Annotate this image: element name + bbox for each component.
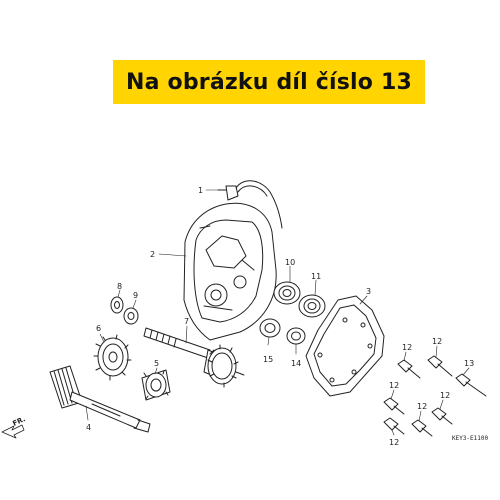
part-1-wire xyxy=(217,180,283,229)
bolt-12-e xyxy=(411,419,433,437)
callout-14: 14 xyxy=(291,359,301,368)
part-9-washer xyxy=(123,307,139,325)
diagram-code: KEY3-E1100 xyxy=(452,435,489,442)
callout-6: 6 xyxy=(96,324,101,333)
bolt-13 xyxy=(455,373,487,397)
callout-12-b: 12 xyxy=(432,337,442,346)
part-5-gear xyxy=(141,369,171,401)
callout-12-a: 12 xyxy=(402,343,412,352)
front-label: FR. xyxy=(11,415,26,428)
callout-9: 9 xyxy=(133,291,138,300)
part-14-bearing xyxy=(286,327,306,345)
callout-12-f: 12 xyxy=(389,438,399,447)
part-8-washer xyxy=(110,296,124,314)
part-6-gear xyxy=(93,334,132,381)
callout-12-c: 12 xyxy=(389,381,399,390)
part-3-cover xyxy=(305,295,385,397)
callout-4: 4 xyxy=(86,423,91,432)
callout-12-e: 12 xyxy=(440,391,450,400)
callout-10: 10 xyxy=(285,258,295,267)
callout-1: 1 xyxy=(198,186,203,195)
callout-12-d: 12 xyxy=(417,402,427,411)
callout-11: 11 xyxy=(311,272,321,281)
bolt-12-d xyxy=(383,417,405,435)
part-11-seal xyxy=(298,294,326,318)
bolt-12-b xyxy=(427,355,453,377)
front-direction-indicator: FR. xyxy=(1,415,27,439)
part-15-bearing xyxy=(259,318,281,338)
callout-7: 7 xyxy=(184,317,189,326)
bolt-12-f xyxy=(431,407,453,425)
callout-labels: 1 2 3 4 5 6 7 8 9 10 11 12 12 13 14 15 1… xyxy=(86,186,474,447)
banner-text: Na obrázku díl číslo 13 xyxy=(126,69,412,95)
callout-2: 2 xyxy=(150,250,155,259)
part-4-countershaft xyxy=(49,365,151,433)
leader-lines xyxy=(85,189,470,436)
front-arrow-icon xyxy=(1,424,25,439)
callout-13: 13 xyxy=(464,359,474,368)
part-number-banner: Na obrázku díl číslo 13 xyxy=(113,60,425,104)
bolt-12-a xyxy=(397,359,421,379)
part-10-bearing xyxy=(273,281,301,305)
callout-5: 5 xyxy=(154,359,159,368)
callout-8: 8 xyxy=(117,282,122,291)
callout-15: 15 xyxy=(263,355,273,364)
bolt-12-c xyxy=(383,397,405,415)
part-2-case xyxy=(183,202,277,341)
part-7-shaft xyxy=(143,327,245,388)
callout-3: 3 xyxy=(366,287,371,296)
